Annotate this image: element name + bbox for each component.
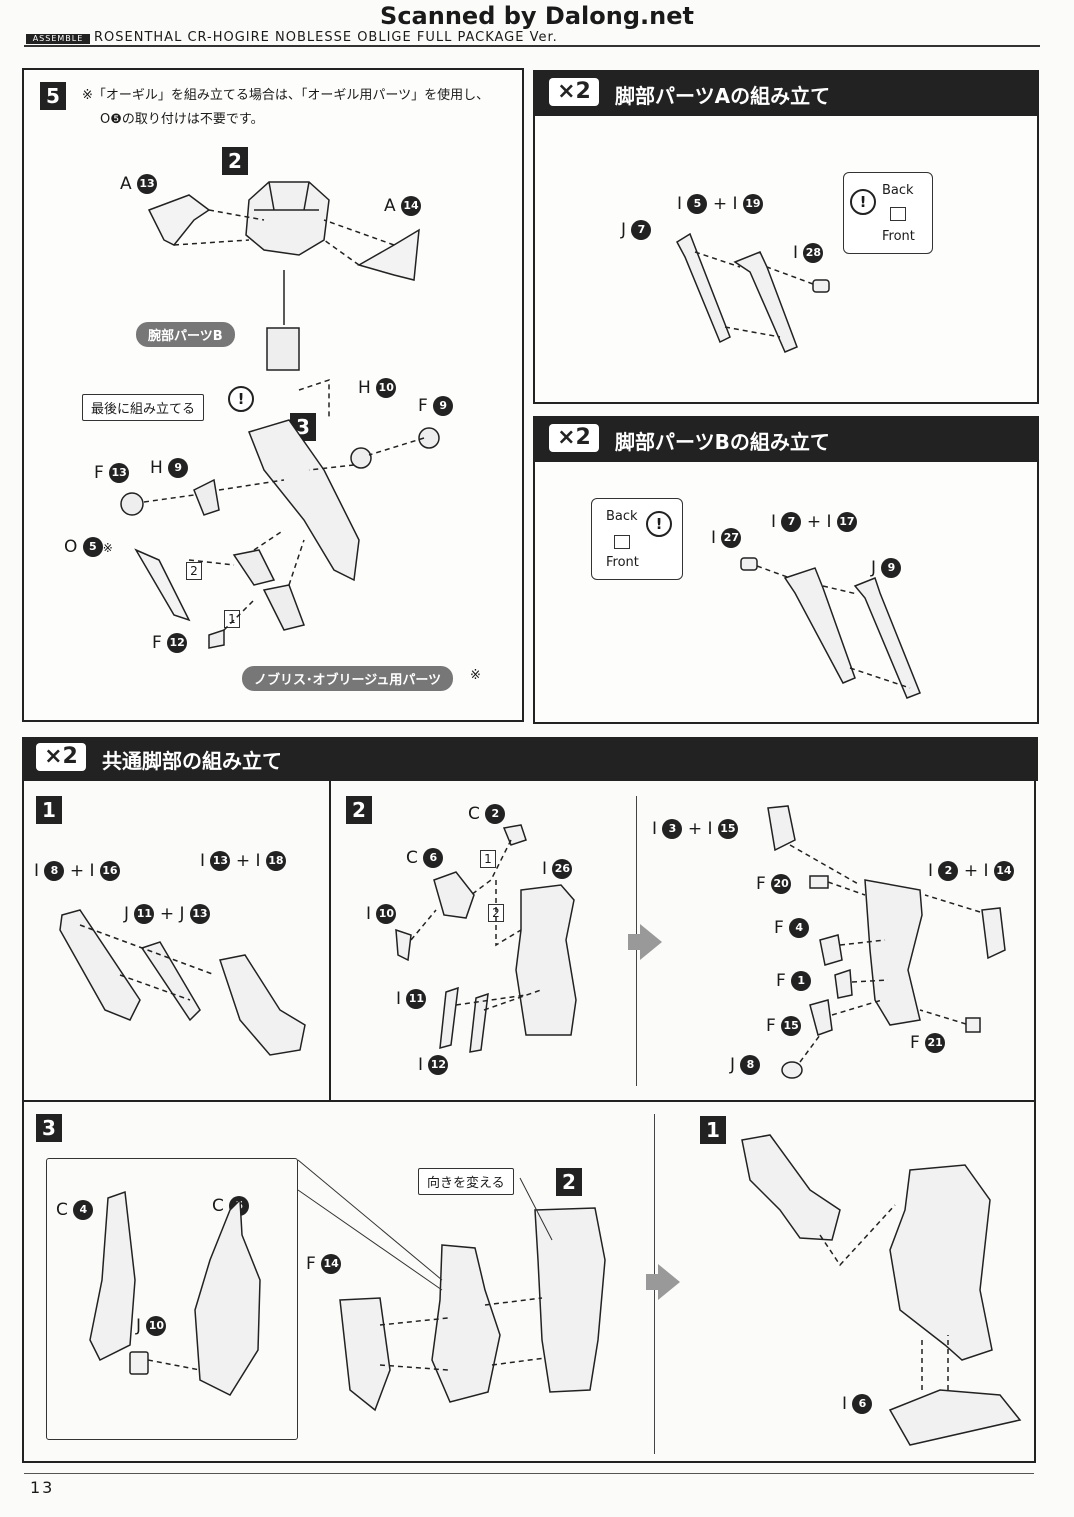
common2-part-i12: I 12 [418, 1055, 449, 1075]
common-step3-detail-box [46, 1158, 298, 1440]
leg-b-orientation-callout: Back ! Front [591, 498, 683, 580]
leg-b-panel: ×2 脚部パーツBの組み立て Back ! Front I 27 I 7 + I… [533, 416, 1039, 724]
leg-b-part-j9: J 9 [871, 558, 902, 578]
common2b-part-f21: F 21 [910, 1033, 946, 1053]
arrow-step2-stem [628, 934, 640, 950]
seq-1: 1 [224, 610, 240, 628]
common-row-divider [22, 1100, 1036, 1102]
common3-part-c4: C 4 [56, 1200, 94, 1220]
common-col-divider [329, 781, 331, 1100]
part-h10: H 10 [358, 378, 397, 398]
leg-b-back-label: Back [606, 509, 638, 524]
common2b-part-f1: F 1 [776, 971, 812, 991]
step5-panel: 5 ※「オーギル」を組み立てる場合は、「オーギル用パーツ」を使用し、 O❺の取り… [22, 68, 524, 722]
assemble-last-label: 最後に組み立てる [82, 394, 205, 421]
common3-part-j10: J 10 [136, 1316, 167, 1336]
common2-part-c6: C 6 [406, 848, 444, 868]
leg-a-warning-icon: ! [850, 189, 876, 215]
common-step1-number: 1 [36, 796, 62, 824]
change-direction-label: 向きを変える [418, 1168, 514, 1195]
leg-b-title: 脚部パーツBの組み立て [615, 430, 830, 454]
common-step2-number: 2 [346, 796, 372, 824]
leg-b-part-i27: I 27 [711, 528, 742, 548]
noblesse-asterisk: ※ [470, 668, 481, 683]
common2b-part-f15: F 15 [766, 1016, 802, 1036]
model-title: ROSENTHAL CR-HOGIRE NOBLESSE OBLIGE FULL… [94, 30, 558, 45]
page-number: 13 [30, 1478, 55, 1497]
leg-b-warning-icon: ! [646, 511, 672, 537]
arrow-step3-stem [646, 1274, 658, 1290]
arrow-step3 [658, 1264, 680, 1300]
warning-icon: ! [228, 386, 254, 412]
leg-a-panel: ×2 脚部パーツAの組み立て J 7 I 5 + I 19 I 28 ! Bac… [533, 70, 1039, 404]
common3-ref-2: 2 [556, 1168, 582, 1196]
common-step3-number: 3 [36, 1114, 62, 1142]
part-f13: F 13 [94, 463, 130, 483]
leg-b-illustration [740, 557, 921, 699]
common-step3-illustration [89, 1159, 606, 1412]
assemble-tag: ASSEMBLE [26, 34, 90, 44]
common2-seq-2: 2 [488, 904, 504, 922]
ref-2: 2 [222, 147, 248, 175]
common2b-part-f20: F 20 [756, 874, 792, 894]
common2-part-c2: C 2 [468, 804, 506, 824]
step5-number: 5 [40, 82, 66, 110]
scan-watermark: Scanned by Dalong.net [380, 2, 694, 30]
leg-a-part-i28: I 28 [793, 243, 824, 263]
common2-part-i26: I 26 [542, 859, 573, 879]
leg-b-multiplier: ×2 [549, 424, 599, 452]
part-h9: H 9 [150, 458, 189, 478]
common2b-part-f4: F 4 [774, 918, 810, 938]
common-multiplier: ×2 [36, 743, 86, 771]
common-title: 共通脚部の組み立て [102, 749, 282, 773]
common1-part-j11-j13: J 11 + J 13 [124, 904, 210, 924]
leg-a-header: ×2 脚部パーツAの組み立て [535, 72, 1037, 116]
leg-a-peg-icon [890, 207, 906, 221]
leg-a-orientation-callout: ! Back Front [843, 172, 933, 254]
leg-a-part-i5-i19: I 5 + I 19 [677, 194, 763, 214]
common3b-part-i6: I 6 [842, 1394, 873, 1414]
noblesse-part-label: ノブリス･オブリージュ用パーツ [242, 666, 454, 691]
footer-rule [24, 1473, 1034, 1474]
common1-part-i13-i18: I 13 + I 18 [200, 851, 286, 871]
common-step3b-illustration [741, 1134, 1022, 1446]
common2b-part-i3-i15: I 3 + I 15 [652, 819, 738, 839]
common-leg-frame [22, 781, 1036, 1463]
leg-b-header: ×2 脚部パーツBの組み立て [535, 418, 1037, 462]
part-a14: A 14 [384, 196, 422, 216]
common1-part-i8-i16: I 8 + I 16 [34, 861, 120, 881]
leg-a-illustration [676, 232, 830, 353]
common3b-ref-1: 1 [700, 1116, 726, 1144]
part-o5: O 5※ [64, 537, 113, 557]
part-a13: A 13 [120, 174, 158, 194]
step5-note-line1: ※「オーギル」を組み立てる場合は、「オーギル用パーツ」を使用し、 [82, 88, 490, 103]
common-step2-illustration [395, 824, 577, 1053]
step5-note-line2: O❺の取り付けは不要です。 [100, 112, 264, 127]
leg-b-peg-icon [614, 535, 630, 549]
common-leg-header: ×2 共通脚部の組み立て [22, 737, 1038, 781]
common3-part-f14: F 14 [306, 1254, 342, 1274]
common-step1-illustration [59, 909, 306, 1056]
leg-a-front-label: Front [882, 229, 915, 244]
common2-part-i11: I 11 [396, 989, 427, 1009]
part-f12: F 12 [152, 633, 188, 653]
leg-a-multiplier: ×2 [549, 78, 599, 106]
common2b-part-i2-i14: I 2 + I 14 [928, 861, 1014, 881]
leg-a-title: 脚部パーツAの組み立て [615, 84, 831, 108]
arm-part-b-label: 腕部パーツB [136, 322, 235, 347]
common2b-part-j8: J 8 [730, 1055, 761, 1075]
leg-b-front-label: Front [606, 555, 639, 570]
common2-seq-1: 1 [480, 850, 496, 868]
common2-part-i10: I 10 [366, 904, 397, 924]
arrow-step2 [640, 924, 662, 960]
seq-2: 2 [186, 562, 202, 580]
leg-a-part-j7: J 7 [621, 220, 652, 240]
common-step2b-illustration [767, 805, 1006, 1079]
step5-illustration [120, 181, 440, 649]
leg-b-part-i7-i17: I 7 + I 17 [771, 512, 857, 532]
leg-a-back-label: Back [882, 183, 914, 198]
part-f9: F 9 [418, 396, 454, 416]
header-rule [24, 45, 1040, 47]
